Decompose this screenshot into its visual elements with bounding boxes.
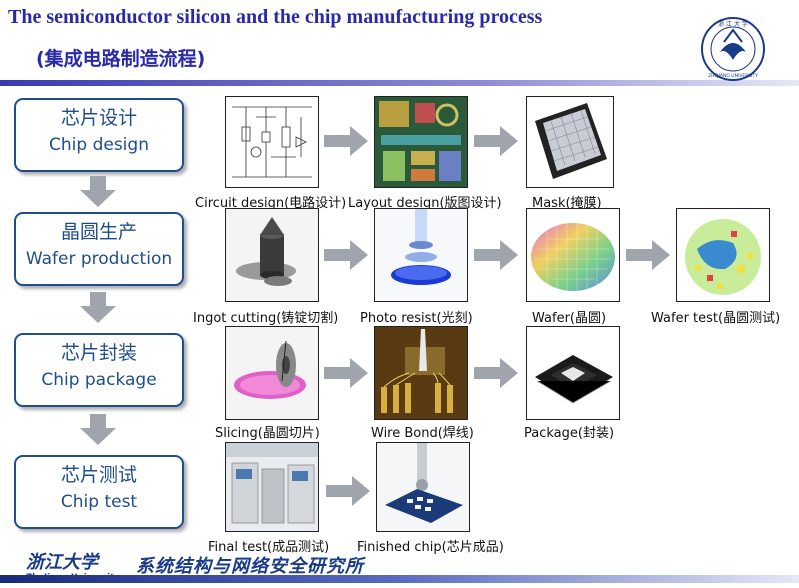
step-caption: Circuit design(电路设计): [195, 196, 347, 211]
wire-bond-image: [374, 326, 468, 420]
wafer-test-map-image: [676, 208, 770, 302]
stage-chip-design: 芯片设计 Chip design: [14, 98, 184, 172]
stage-chip-test: 芯片测试 Chip test: [14, 455, 184, 529]
step-caption: Wafer(晶圆): [532, 311, 607, 326]
right-arrow-icon: [474, 358, 518, 388]
svg-text:浙江大学: 浙江大学: [26, 552, 101, 573]
step-caption: Finished chip(芯片成品): [357, 540, 504, 555]
wafer-image: [526, 208, 620, 302]
layout-design-image: [374, 96, 468, 188]
down-arrow-icon: [80, 292, 116, 323]
step-caption: Layout design(版图设计): [348, 196, 502, 211]
right-arrow-icon: [324, 126, 368, 156]
step-caption: Ingot cutting(铸锭切割): [193, 311, 339, 326]
right-arrow-icon: [626, 240, 670, 270]
footer-divider: [0, 575, 799, 583]
stage-label-zh: 晶圆生产: [60, 221, 137, 243]
page-subtitle: (集成电路制造流程): [36, 48, 206, 70]
stage-label-en: Chip test: [60, 492, 138, 512]
title-divider: [0, 80, 799, 86]
stage-wafer-production: 晶圆生产 Wafer production: [14, 212, 184, 286]
svg-text:ZHEJIANG UNIVERSITY: ZHEJIANG UNIVERSITY: [708, 73, 758, 79]
chip-package-image: [526, 326, 620, 420]
step-caption: Wire Bond(焊线): [371, 426, 474, 441]
step-caption: Photo resist(光刻): [360, 311, 473, 326]
circuit-schematic-image: [225, 96, 319, 188]
stage-label-zh: 芯片设计: [60, 107, 137, 129]
photo-resist-image: [374, 208, 468, 302]
zju-seal-logo: 浙 江 大 学 ZHEJIANG UNIVERSITY: [700, 16, 766, 82]
final-test-equipment-image: [225, 442, 319, 532]
right-arrow-icon: [474, 240, 518, 270]
down-arrow-icon: [80, 414, 116, 445]
photomask-image: [526, 96, 614, 188]
right-arrow-icon: [474, 126, 518, 156]
finished-chip-image: [376, 442, 470, 532]
wafer-slicing-image: [225, 326, 319, 420]
right-arrow-icon: [324, 358, 368, 388]
ingot-cutting-image: [225, 208, 319, 302]
step-caption: Final test(成品测试): [208, 540, 330, 555]
step-caption: Mask(掩膜): [532, 196, 602, 211]
stage-label-zh: 芯片封装: [60, 342, 137, 364]
stage-chip-package: 芯片封装 Chip package: [14, 333, 184, 407]
step-caption: Package(封装): [524, 426, 615, 441]
stage-label-en: Chip design: [49, 135, 149, 155]
right-arrow-icon: [324, 240, 368, 270]
lab-name: 系统结构与网络安全研究所: [136, 556, 364, 577]
down-arrow-icon: [80, 176, 116, 207]
svg-text:浙 江 大 学: 浙 江 大 学: [718, 20, 748, 28]
right-arrow-icon: [326, 476, 370, 506]
stage-label-zh: 芯片测试: [60, 464, 137, 486]
stage-label-en: Chip package: [41, 370, 157, 390]
step-caption: Wafer test(晶圆测试): [651, 311, 781, 326]
step-caption: Slicing(晶圆切片): [215, 426, 320, 441]
stage-label-en: Wafer production: [25, 249, 173, 269]
page-title: The semiconductor silicon and the chip m…: [8, 6, 543, 28]
